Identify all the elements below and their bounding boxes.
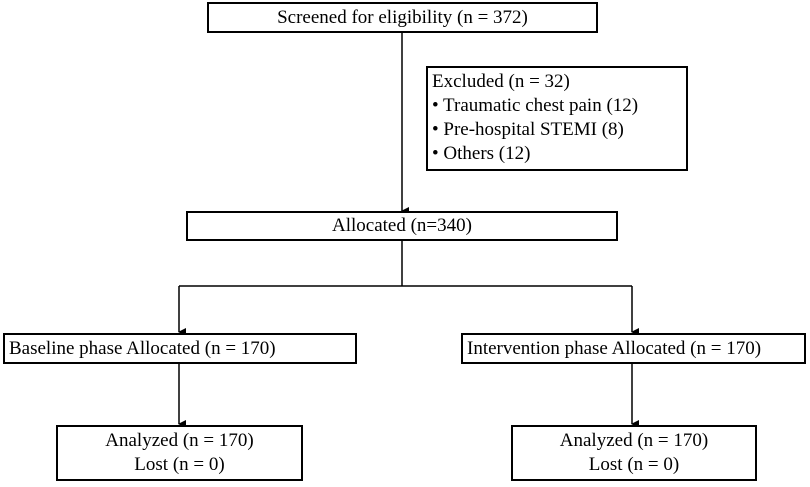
- baseline-lost-label: Lost (n = 0): [134, 454, 225, 475]
- excluded-item: • Traumatic chest pain (12): [432, 95, 639, 116]
- baseline-analyzed-label: Analyzed (n = 170): [105, 430, 254, 451]
- intervention-lost-label: Lost (n = 0): [588, 454, 680, 475]
- excluded-box: Excluded (n = 32) • Traumatic chest pain…: [426, 66, 688, 171]
- baseline-allocated-box: Baseline phase Allocated (n = 170): [3, 333, 357, 364]
- intervention-analyzed-box: Analyzed (n = 170) Lost (n = 0): [511, 425, 757, 481]
- intervention-allocated-label: Intervention phase Allocated (n = 170): [467, 337, 762, 359]
- intervention-allocated-box: Intervention phase Allocated (n = 170): [461, 333, 806, 364]
- baseline-allocated-label: Baseline phase Allocated (n = 170): [9, 337, 276, 359]
- screened-box: Screened for eligibility (n = 372): [207, 2, 598, 33]
- screened-label: Screened for eligibility (n = 372): [277, 6, 528, 28]
- allocated-label: Allocated (n=340): [332, 215, 472, 236]
- excluded-item: • Pre-hospital STEMI (8): [432, 119, 624, 140]
- excluded-title: Excluded (n = 32): [432, 71, 570, 92]
- intervention-analyzed-label: Analyzed (n = 170): [559, 430, 709, 451]
- baseline-analyzed-box: Analyzed (n = 170) Lost (n = 0): [56, 425, 303, 481]
- excluded-item: • Others (12): [432, 143, 531, 164]
- allocated-box: Allocated (n=340): [186, 211, 618, 241]
